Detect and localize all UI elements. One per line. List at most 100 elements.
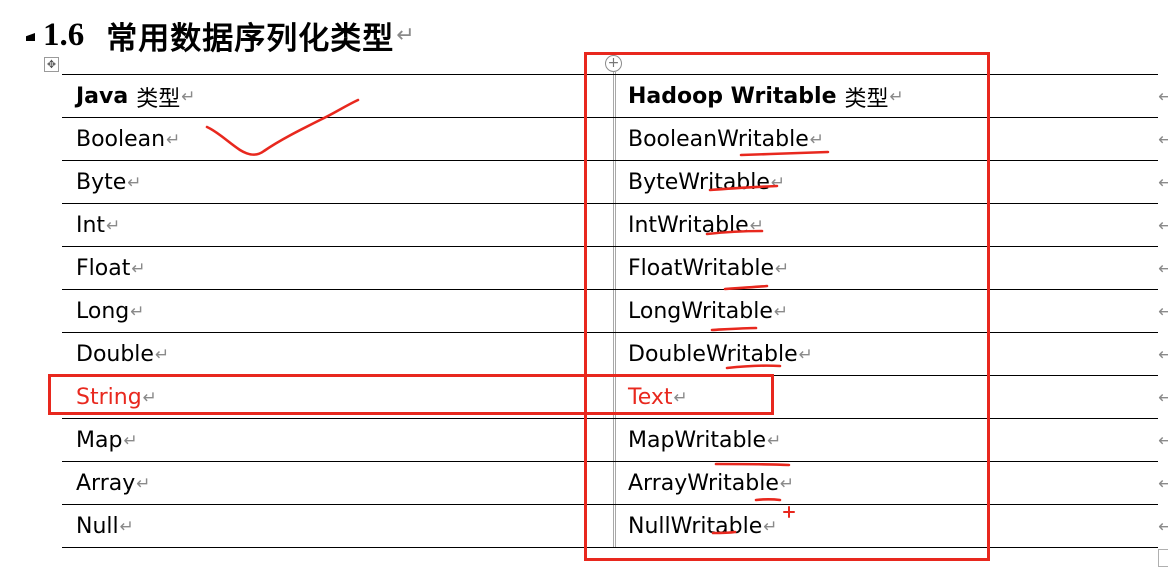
- java-type-cell[interactable]: Byte↵: [76, 161, 142, 204]
- hadoop-type-cell[interactable]: FloatWritable↵: [628, 247, 789, 290]
- hadoop-type-cell[interactable]: Text↵: [628, 376, 688, 419]
- header-java-cjk: 类型: [136, 86, 181, 112]
- paragraph-mark-icon: ↵: [809, 129, 824, 150]
- hadoop-type-text: BooleanWritable: [628, 127, 809, 152]
- hadoop-type-text: FloatWritable: [628, 256, 774, 281]
- java-type-text: Double: [76, 342, 154, 367]
- header-hadoop-label: Hadoop Writable: [628, 84, 837, 109]
- java-type-text: Null: [76, 514, 119, 539]
- hadoop-type-text: ByteWritable: [628, 170, 770, 195]
- java-type-cell[interactable]: Boolean↵: [76, 118, 180, 161]
- java-type-cell[interactable]: Array↵: [76, 462, 151, 505]
- paragraph-mark-icon: ↵: [673, 387, 688, 408]
- java-type-text: Long: [76, 299, 130, 324]
- heading-title: 常用数据序列化类型: [106, 20, 395, 57]
- column-divider[interactable]: [613, 72, 616, 547]
- table-rule: [62, 289, 1158, 290]
- table-rule: [62, 332, 1158, 333]
- table-rule: [62, 547, 1158, 548]
- row-end-mark-icon: ←: [1158, 301, 1168, 322]
- paragraph-mark-icon: ↵: [130, 301, 145, 322]
- paragraph-mark-icon: ↵: [154, 344, 170, 365]
- paragraph-mark-icon: ↵: [136, 473, 151, 494]
- header-cell-java-type[interactable]: Java 类型 ↵: [76, 75, 195, 118]
- hadoop-type-text: ArrayWritable: [628, 471, 779, 496]
- java-type-text: Array: [76, 471, 136, 496]
- java-type-cell[interactable]: Map↵: [76, 419, 138, 462]
- paragraph-mark-icon: ↵: [774, 258, 790, 279]
- java-type-cell[interactable]: Double↵: [76, 333, 169, 376]
- table-row: Long↵ LongWritable↵ ←: [62, 290, 1168, 333]
- hadoop-type-text: IntWritable: [628, 213, 749, 238]
- table-rule: [62, 461, 1158, 462]
- java-type-text: Map: [76, 428, 123, 453]
- paragraph-mark-icon: ↵: [123, 430, 138, 451]
- table-row: Boolean↵ BooleanWritable↵ ←: [62, 118, 1168, 161]
- table-row: Array↵ ArrayWritable↵ ←: [62, 462, 1168, 505]
- paragraph-mark-icon: ↵: [779, 473, 795, 494]
- header-java-label: Java: [76, 84, 129, 109]
- hadoop-type-cell[interactable]: ByteWritable↵: [628, 161, 785, 204]
- heading-number: 1.6: [43, 16, 85, 53]
- table-row: Byte↵ ByteWritable↵ ←: [62, 161, 1168, 204]
- hadoop-type-cell[interactable]: DoubleWritable↵: [628, 333, 813, 376]
- java-type-text: String: [76, 385, 142, 410]
- hadoop-type-cell[interactable]: LongWritable↵: [628, 290, 788, 333]
- paragraph-mark-icon: ↵: [127, 172, 142, 193]
- java-type-cell[interactable]: Float↵: [76, 247, 146, 290]
- table-row: Double↵ DoubleWritable↵ ←: [62, 333, 1168, 376]
- paragraph-mark-icon: ↵: [798, 344, 813, 365]
- hadoop-type-cell[interactable]: IntWritable↵: [628, 204, 764, 247]
- table-rule: [62, 117, 1158, 118]
- row-end-mark-icon: ←: [1158, 387, 1168, 408]
- hadoop-type-cell[interactable]: NullWritable↵: [628, 505, 778, 548]
- row-end-mark-icon: ←: [1158, 344, 1168, 365]
- row-end-mark-icon: ←: [1158, 215, 1168, 236]
- table-resize-handle[interactable]: [1158, 549, 1168, 567]
- paragraph-mark-icon: ↵: [749, 215, 764, 236]
- paragraph-mark-icon: ↵: [770, 172, 786, 193]
- table-row: Int↵ IntWritable↵ ←: [62, 204, 1168, 247]
- java-type-cell[interactable]: Int↵: [76, 204, 120, 247]
- java-type-cell[interactable]: Null↵: [76, 505, 134, 548]
- java-type-text: Boolean: [76, 127, 166, 152]
- header-cell-hadoop-type[interactable]: Hadoop Writable 类型 ↵: [628, 75, 904, 118]
- table-move-handle-icon[interactable]: ✥: [44, 57, 59, 72]
- paragraph-mark-icon: ↵: [166, 129, 181, 150]
- table-rule: [62, 203, 1158, 204]
- row-end-mark-icon: ←: [1158, 516, 1168, 537]
- row-end-mark-icon: ←: [1158, 473, 1168, 494]
- paragraph-mark-icon: ↵: [889, 86, 904, 107]
- table-rule: [62, 418, 1158, 419]
- paragraph-mark-icon: ↵: [142, 387, 157, 408]
- paragraph-mark-icon: ↵: [767, 430, 782, 451]
- table-rule: [62, 246, 1158, 247]
- table-row: Null↵ NullWritable↵ ←: [62, 505, 1168, 548]
- table-rule: [62, 74, 1158, 75]
- insert-column-circle-plus-icon[interactable]: +: [605, 55, 622, 72]
- paragraph-mark-icon: ↵: [396, 22, 415, 48]
- row-end-mark-icon: ←: [1158, 86, 1168, 107]
- paragraph-mark-icon: ↵: [763, 516, 778, 537]
- paragraph-mark-icon: ↵: [131, 258, 146, 279]
- hadoop-type-cell[interactable]: MapWritable↵: [628, 419, 781, 462]
- hadoop-type-text: MapWritable: [628, 428, 767, 453]
- paragraph-mark-icon: ↵: [119, 516, 134, 537]
- hadoop-type-text: LongWritable: [628, 299, 773, 324]
- row-end-mark-icon: ←: [1158, 172, 1168, 193]
- section-heading: 1.6 常用数据序列化类型 ↵: [26, 12, 415, 58]
- java-type-cell[interactable]: Long↵: [76, 290, 145, 333]
- table-header-row: Java 类型 ↵ Hadoop Writable 类型 ↵ ←: [62, 75, 1168, 118]
- row-end-mark-icon: ←: [1158, 430, 1168, 451]
- hadoop-type-cell[interactable]: ArrayWritable↵: [628, 462, 794, 505]
- paragraph-mark-icon: ↵: [106, 215, 121, 236]
- java-type-text: Float: [76, 256, 131, 281]
- java-type-cell[interactable]: String↵: [76, 376, 157, 419]
- java-type-text: Int: [76, 213, 106, 238]
- row-end-mark-icon: ←: [1158, 129, 1168, 150]
- hadoop-type-text: DoubleWritable: [628, 342, 798, 367]
- table-rule: [62, 160, 1158, 161]
- hadoop-type-cell[interactable]: BooleanWritable↵: [628, 118, 824, 161]
- table-row-highlighted: String↵ Text↵ ←: [62, 376, 1168, 419]
- row-end-mark-icon: ←: [1158, 258, 1168, 279]
